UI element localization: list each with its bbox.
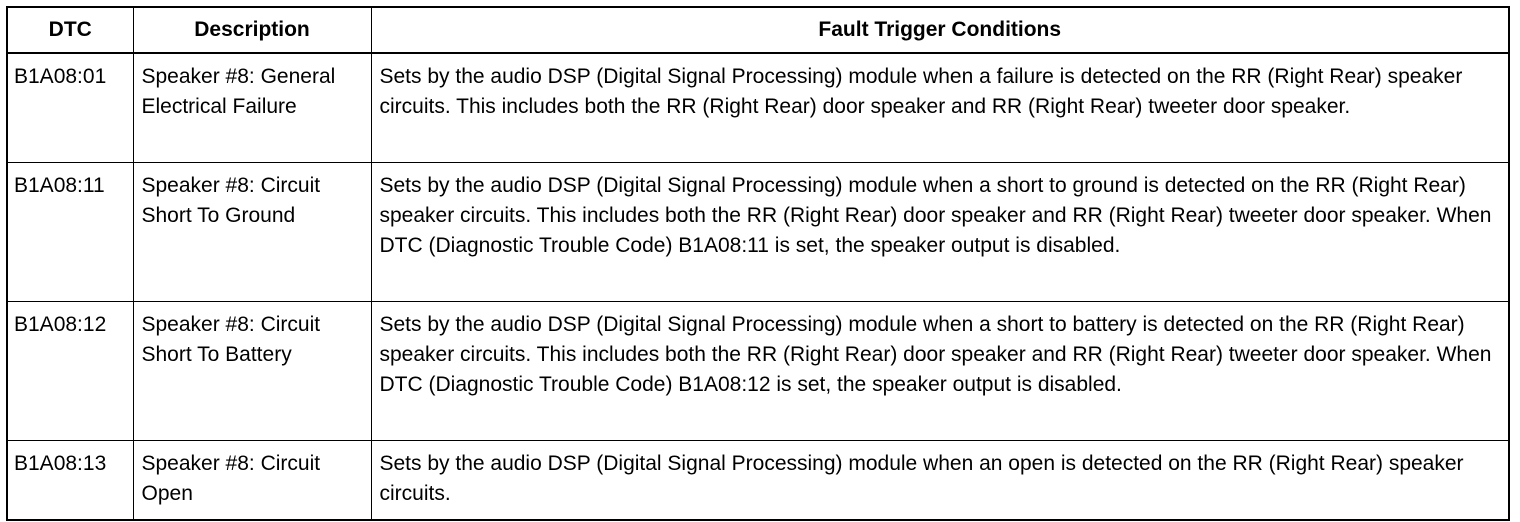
cell-conditions: Sets by the audio DSP (Digital Signal Pr… — [370, 52, 1510, 163]
cell-dtc: B1A08:01 — [6, 52, 134, 163]
cell-description: Speaker #8: Circuit Short To Battery — [132, 301, 372, 441]
table-row: B1A08:01 Speaker #8: General Electrical … — [6, 52, 1510, 163]
table-header-row: DTC Description Fault Trigger Conditions — [6, 6, 1510, 54]
cell-conditions: Sets by the audio DSP (Digital Signal Pr… — [370, 162, 1510, 302]
table-row: B1A08:12 Speaker #8: Circuit Short To Ba… — [6, 301, 1510, 441]
header-fault-trigger-conditions: Fault Trigger Conditions — [370, 6, 1510, 54]
dtc-table: DTC Description Fault Trigger Conditions… — [6, 6, 1510, 521]
cell-dtc: B1A08:13 — [6, 440, 134, 521]
cell-description: Speaker #8: Circuit Open — [132, 440, 372, 521]
cell-description: Speaker #8: General Electrical Failure — [132, 52, 372, 163]
cell-description: Speaker #8: Circuit Short To Ground — [132, 162, 372, 302]
table-row: B1A08:11 Speaker #8: Circuit Short To Gr… — [6, 162, 1510, 302]
cell-conditions: Sets by the audio DSP (Digital Signal Pr… — [370, 440, 1510, 521]
cell-dtc: B1A08:11 — [6, 162, 134, 302]
header-dtc: DTC — [6, 6, 134, 54]
document-page: DTC Description Fault Trigger Conditions… — [6, 6, 1510, 521]
cell-conditions: Sets by the audio DSP (Digital Signal Pr… — [370, 301, 1510, 441]
header-description: Description — [132, 6, 372, 54]
table-row: B1A08:13 Speaker #8: Circuit Open Sets b… — [6, 440, 1510, 521]
cell-dtc: B1A08:12 — [6, 301, 134, 441]
